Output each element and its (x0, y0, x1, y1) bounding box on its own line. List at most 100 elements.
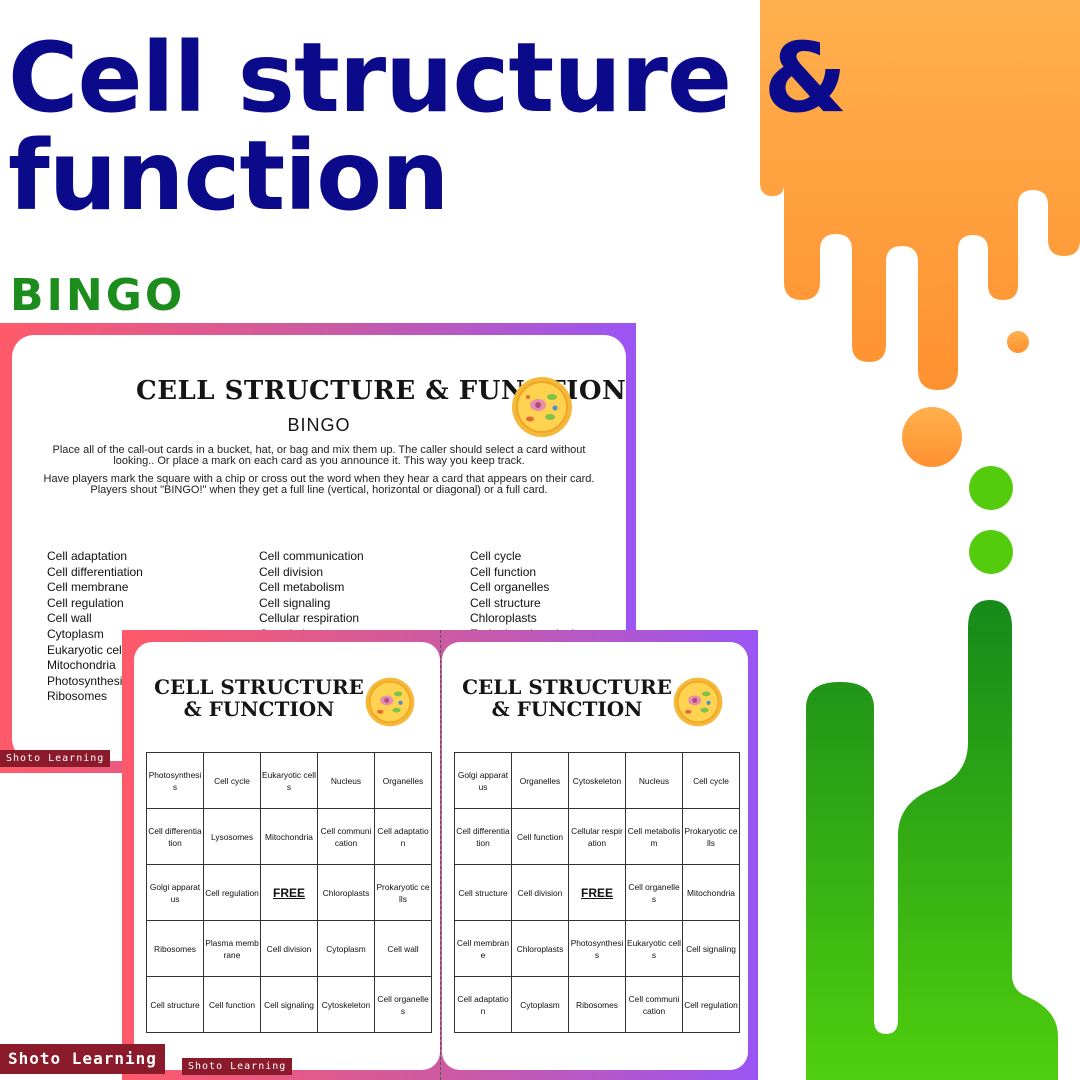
bingo-cell: Eukaryotic cells (625, 920, 683, 977)
bingo-cell: Cell adaptation (374, 808, 432, 865)
bingo-cell: Organelles (511, 752, 569, 809)
watermark-badge: Shoto Learning (0, 750, 111, 767)
term-item: Mitochondria (47, 658, 116, 673)
watermark-badge: Shoto Learning (182, 1058, 293, 1075)
term-item: Cell adaptation (47, 549, 128, 563)
instructions-paragraph-2: Have players mark the square with a chip… (43, 473, 595, 496)
bingo-cell: Cell adaptation (454, 976, 512, 1033)
plant-cell-icon (673, 677, 723, 727)
bingo-cell: Cell signaling (260, 976, 318, 1033)
page-title-line-2: function (8, 120, 449, 232)
bingo-cell: Ribosomes (146, 920, 204, 977)
bingo-cell: Cell communication (317, 808, 375, 865)
term-item: Cell cycle (470, 549, 522, 563)
bingo-cell: Nucleus (625, 752, 683, 809)
bingo-cell: Cell structure (146, 976, 204, 1033)
bingo-cell: Cell differentiation (454, 808, 512, 865)
bingo-cell: Cell cycle (682, 752, 740, 809)
bingo-cell: Cell communication (625, 976, 683, 1033)
term-item: Cell regulation (47, 595, 124, 610)
bingo-card-2: CELL STRUCTURE & FUNCTION Golgi apparatu… (442, 642, 748, 1070)
term-item: Cell membrane (47, 580, 129, 595)
fold-line (440, 630, 441, 1080)
bingo-cell: Cell metabolism (625, 808, 683, 865)
bingo-cell: Cell division (260, 920, 318, 977)
bingo-cell: Lysosomes (203, 808, 261, 865)
callout-sheet-subtitle: BINGO (287, 415, 351, 435)
bingo-card-title: CELL STRUCTURE & FUNCTION (154, 675, 364, 721)
term-item: Eukaryotic cells (47, 642, 131, 657)
bingo-cell: Eukaryotic cells (260, 752, 318, 809)
bingo-cell: Cell function (511, 808, 569, 865)
bingo-free-space: FREE (568, 864, 626, 921)
term-item: Cellular respiration (259, 611, 360, 626)
bingo-card-1: CELL STRUCTURE & FUNCTION Photosynthesis… (134, 642, 440, 1070)
bingo-cell: Cytoplasm (511, 976, 569, 1033)
bingo-cell: Cytoskeleton (568, 752, 626, 809)
bingo-cell: Cell cycle (203, 752, 261, 809)
bingo-cell: Prokaryotic cells (374, 864, 432, 921)
term-item: Cell metabolism (259, 580, 345, 595)
term-item: Cell differentiation (47, 564, 143, 579)
bingo-free-space: FREE (260, 864, 318, 921)
watermark-badge: Shoto Learning (0, 1044, 165, 1074)
bingo-cell: Cellular respiration (568, 808, 626, 865)
term-item: Cell division (259, 564, 324, 579)
term-item: Photosynthesis (47, 673, 129, 688)
bingo-cell: Cytoplasm (317, 920, 375, 977)
page-title-line-1: Cell structure & (8, 22, 847, 134)
bingo-cell: Photosynthesis (568, 920, 626, 977)
term-item: Chloroplasts (470, 611, 537, 626)
bingo-cell: Organelles (374, 752, 432, 809)
bingo-cell: Prokaryotic cells (682, 808, 740, 865)
bingo-cell: Mitochondria (682, 864, 740, 921)
bingo-cell: Cytoskeleton (317, 976, 375, 1033)
bingo-cell: Cell regulation (682, 976, 740, 1033)
green-drip (806, 466, 1058, 1080)
instructions-paragraph-1: Place all of the call-out cards in a buc… (52, 444, 586, 467)
bingo-cell: Cell membrane (454, 920, 512, 977)
bingo-cell: Nucleus (317, 752, 375, 809)
bingo-card-title: CELL STRUCTURE & FUNCTION (462, 675, 672, 721)
term-item: Cell communication (259, 549, 364, 563)
bingo-cell: Plasma membrane (203, 920, 261, 977)
bingo-cell: Cell function (203, 976, 261, 1033)
bingo-cell: Cell organelles (374, 976, 432, 1033)
bingo-cell: Chloroplasts (511, 920, 569, 977)
bingo-cell: Ribosomes (568, 976, 626, 1033)
bingo-cell: Cell organelles (625, 864, 683, 921)
bingo-cell: Golgi apparatus (454, 752, 512, 809)
orange-drip (760, 0, 1080, 467)
bingo-cell: Photosynthesis (146, 752, 204, 809)
bingo-cell: Cell structure (454, 864, 512, 921)
term-item: Cell wall (47, 611, 92, 626)
term-item: Cell function (470, 564, 537, 579)
bingo-cell: Cell regulation (203, 864, 261, 921)
bingo-cell: Chloroplasts (317, 864, 375, 921)
term-item: Cytoplasm (47, 626, 104, 641)
bingo-cell: Cell signaling (682, 920, 740, 977)
bingo-cell: Golgi apparatus (146, 864, 204, 921)
bingo-cell: Cell wall (374, 920, 432, 977)
bingo-cell: Cell differentiation (146, 808, 204, 865)
bingo-cell: Mitochondria (260, 808, 318, 865)
term-item: Cell structure (470, 595, 541, 610)
term-item: Cell signaling (259, 595, 331, 610)
page-subtitle: BINGO (10, 270, 186, 321)
term-item: Cell organelles (470, 580, 550, 595)
